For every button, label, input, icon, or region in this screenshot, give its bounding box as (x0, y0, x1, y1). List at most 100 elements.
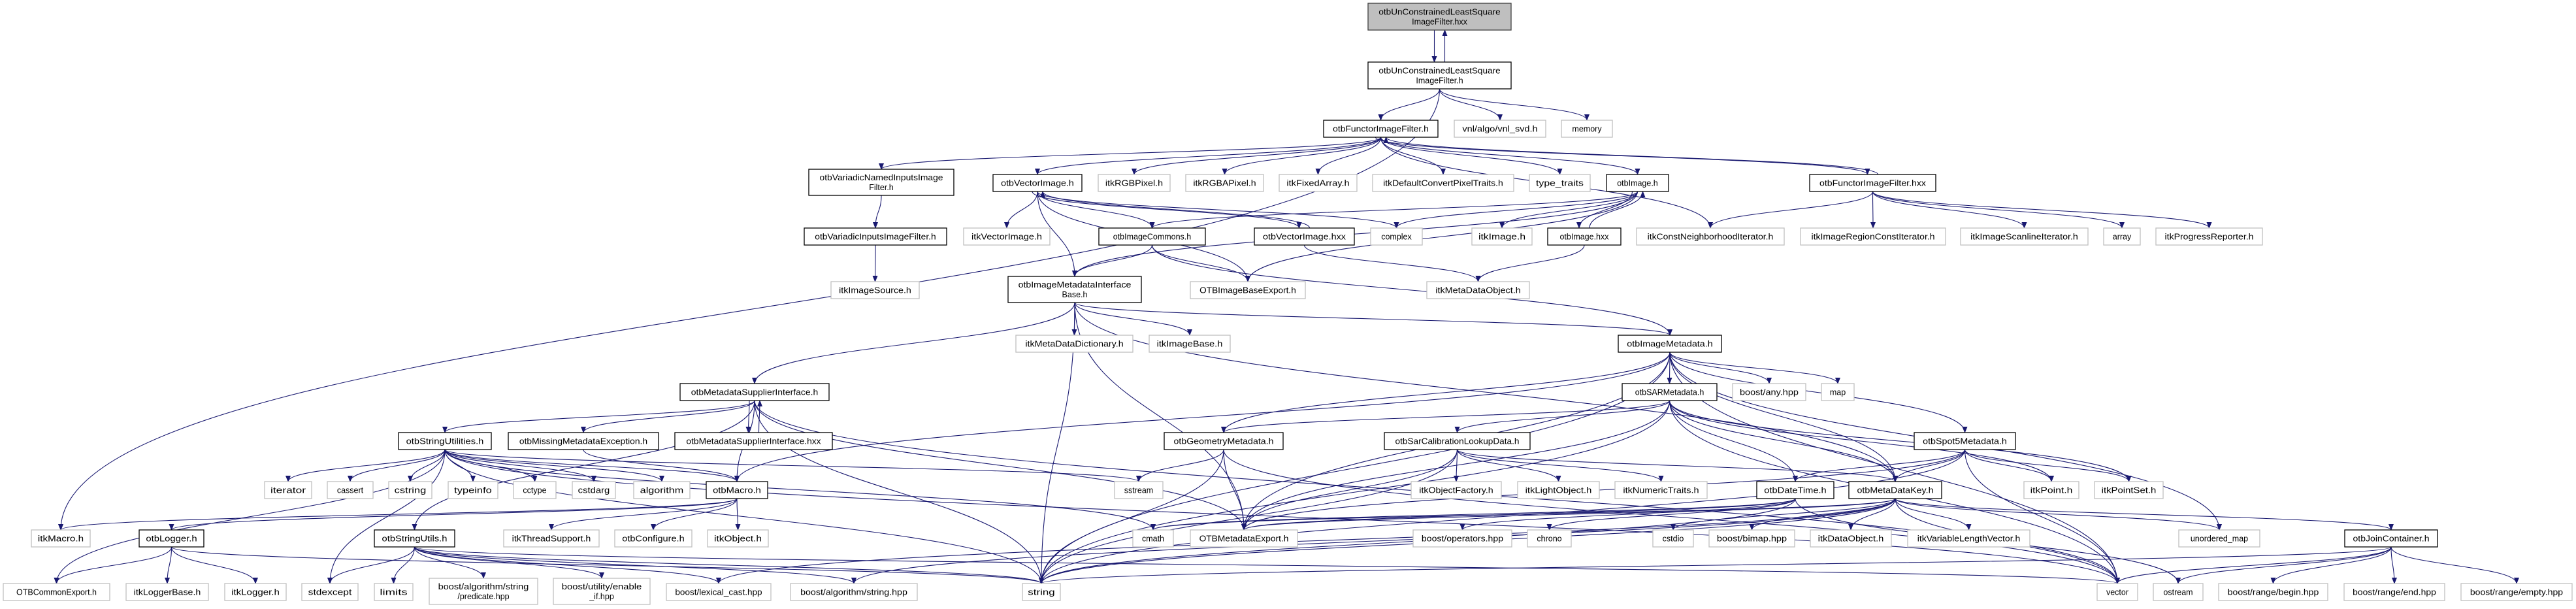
node-memory[interactable]: memory (1561, 120, 1613, 138)
node-box[interactable] (2178, 529, 2260, 548)
node-box[interactable] (1800, 227, 1946, 246)
node-box[interactable] (1547, 227, 1622, 246)
node-rend[interactable]: boost/range/end.hpp (2343, 583, 2445, 601)
node-box[interactable] (429, 578, 538, 605)
node-dcpt[interactable]: itkDefaultConvertPixelTraits.h (1372, 174, 1514, 192)
node-box[interactable] (2343, 583, 2445, 601)
node-itklogger[interactable]: itkLogger.h (224, 583, 287, 601)
node-rgb[interactable]: itkRGBPixel.h (1098, 174, 1171, 192)
node-box[interactable] (790, 583, 918, 601)
node-light[interactable]: itkLightObject.h (1517, 481, 1600, 499)
node-box[interactable] (706, 481, 768, 499)
node-msi[interactable]: otbMetadataSupplierInterface.h (679, 383, 830, 401)
node-cmath[interactable]: cmath (1132, 529, 1174, 548)
node-box[interactable] (1007, 276, 1142, 303)
node-bas[interactable]: boost/algorithm/string.hpp (790, 583, 918, 601)
node-box[interactable] (398, 432, 492, 450)
node-cstdio[interactable]: cstdio (1652, 529, 1694, 548)
node-ib[interactable]: itkImageBase.h (1149, 335, 1231, 353)
node-sarcal[interactable]: otbSarCalibrationLookupData.h (1384, 432, 1531, 450)
node-rgba[interactable]: itkRGBAPixel.h (1185, 174, 1264, 192)
node-enableif[interactable]: boost/utility/enable_if.hpp (553, 578, 651, 605)
node-box[interactable] (1323, 120, 1439, 138)
node-imgx[interactable]: otbImage.hxx (1547, 227, 1622, 246)
node-box[interactable] (830, 281, 920, 299)
node-box[interactable] (2155, 227, 2263, 246)
node-mdo[interactable]: itkMetaDataObject.h (1426, 281, 1530, 299)
node-box[interactable] (2094, 481, 2164, 499)
node-box[interactable] (1809, 174, 1936, 192)
node-box[interactable] (1367, 3, 1512, 31)
node-im[interactable]: otbImageMetadata.h (1618, 335, 1722, 353)
node-cstdarg[interactable]: cstdarg (572, 481, 616, 499)
node-box[interactable] (633, 481, 691, 499)
node-box[interactable] (1132, 529, 1174, 548)
node-top[interactable]: otbUnConstrainedLeastSquareImageFilter.h… (1367, 3, 1512, 31)
node-oibe[interactable]: OTBImageBaseExport.h (1190, 281, 1306, 299)
node-box[interactable] (1454, 120, 1546, 138)
node-pointset[interactable]: itkPointSet.h (2094, 481, 2164, 499)
node-box[interactable] (1279, 174, 1358, 192)
node-box[interactable] (1708, 529, 1795, 548)
node-ops[interactable]: boost/operators.hpp (1412, 529, 1512, 548)
node-fif[interactable]: otbFunctorImageFilter.h (1323, 120, 1439, 138)
node-rempty[interactable]: boost/range/empty.hpp (2460, 583, 2573, 601)
node-itkimg[interactable]: itkImage.h (1471, 227, 1533, 246)
node-fixed[interactable]: itkFixedArray.h (1279, 174, 1358, 192)
node-box[interactable] (125, 583, 209, 601)
node-box[interactable] (1810, 529, 1892, 548)
node-dt[interactable]: otbDateTime.h (1756, 481, 1834, 499)
node-box[interactable] (707, 529, 769, 548)
node-rbegin[interactable]: boost/range/begin.hpp (2218, 583, 2328, 601)
node-box[interactable] (1618, 335, 1722, 353)
node-box[interactable] (374, 529, 455, 548)
node-any[interactable]: boost/any.hpp (1732, 383, 1806, 401)
node-box[interactable] (1367, 61, 1512, 90)
node-box[interactable] (1022, 583, 1061, 601)
node-algorithm[interactable]: algorithm (633, 481, 691, 499)
node-box[interactable] (2103, 227, 2141, 246)
node-box[interactable] (1254, 227, 1355, 246)
node-mdd[interactable]: itkMetaDataDictionary.h (1015, 335, 1133, 353)
node-numtr[interactable]: itkNumericTraits.h (1614, 481, 1708, 499)
node-point[interactable]: itkPoint.h (2023, 481, 2079, 499)
node-box[interactable] (674, 432, 833, 450)
node-dataobj[interactable]: itkDataObject.h (1810, 529, 1892, 548)
node-box[interactable] (1190, 529, 1298, 548)
node-string[interactable]: string (1022, 583, 1061, 601)
node-box[interactable] (808, 169, 954, 196)
node-box[interactable] (513, 481, 557, 499)
node-box[interactable] (2218, 583, 2328, 601)
node-box[interactable] (388, 481, 432, 499)
node-box[interactable] (3, 583, 110, 601)
node-box[interactable] (1614, 481, 1708, 499)
node-ome[interactable]: OTBMetadataExport.h (1190, 529, 1298, 548)
node-box[interactable] (508, 432, 659, 450)
node-box[interactable] (2344, 529, 2438, 548)
node-mme[interactable]: otbMissingMetadataException.h (508, 432, 659, 450)
node-array[interactable]: array (2103, 227, 2141, 246)
node-box[interactable] (679, 383, 830, 401)
node-box[interactable] (804, 227, 947, 246)
node-msix[interactable]: otbMetadataSupplierInterface.hxx (674, 432, 833, 450)
node-box[interactable] (1015, 335, 1133, 353)
node-loggerbase[interactable]: itkLoggerBase.h (125, 583, 209, 601)
node-su[interactable]: otbStringUtilities.h (398, 432, 492, 450)
node-vimg[interactable]: otbVectorImage.h (992, 174, 1083, 192)
node-box[interactable] (1098, 174, 1171, 192)
node-box[interactable] (2096, 583, 2138, 601)
node-vlv[interactable]: itkVariableLengthVector.h (1907, 529, 2030, 548)
node-box[interactable] (1190, 281, 1306, 299)
node-spot[interactable]: otbSpot5Metadata.h (1914, 432, 2016, 450)
node-box[interactable] (1821, 383, 1855, 401)
node-bimap[interactable]: boost/bimap.hpp (1708, 529, 1795, 548)
node-box[interactable] (1527, 529, 1572, 548)
node-vimgx[interactable]: otbVectorImage.hxx (1254, 227, 1355, 246)
node-vector[interactable]: vector (2096, 583, 2138, 601)
node-thread[interactable]: itkThreadSupport.h (503, 529, 600, 548)
node-box[interactable] (963, 227, 1051, 246)
node-limits[interactable]: limits (374, 583, 414, 601)
